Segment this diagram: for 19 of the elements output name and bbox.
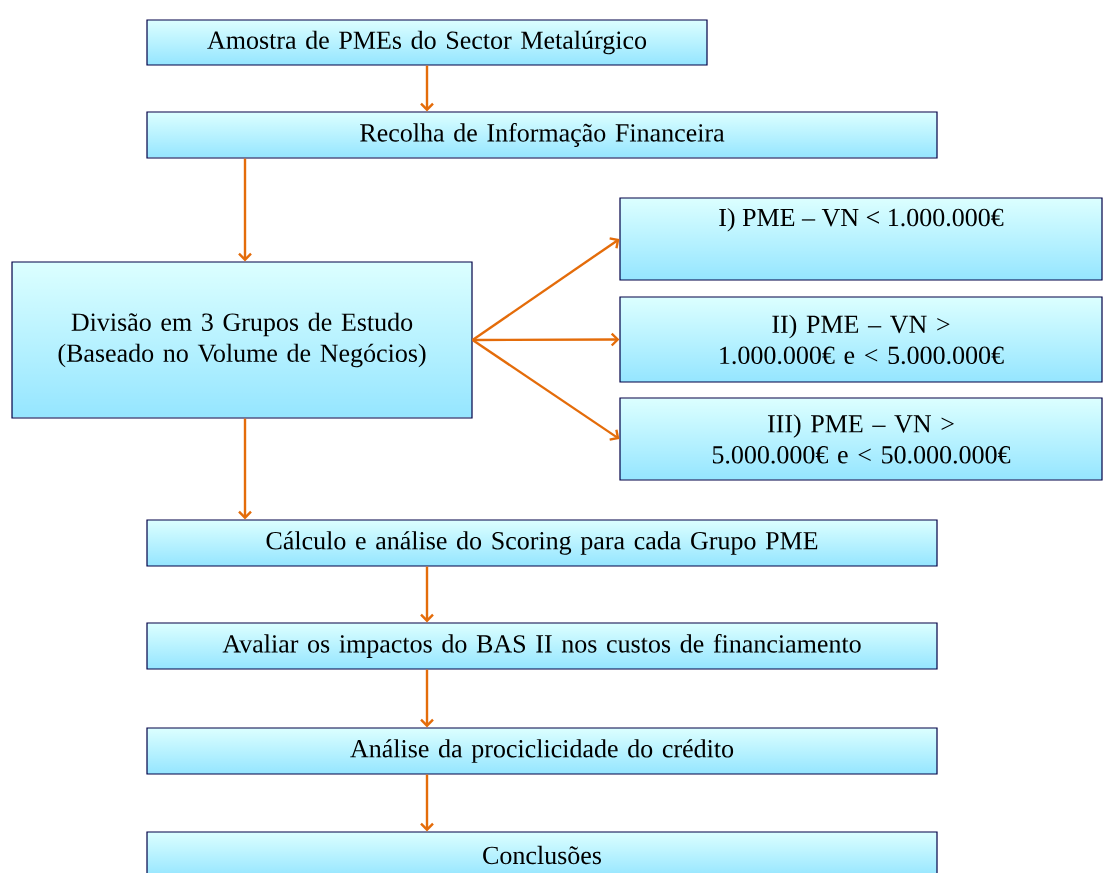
arrow (238, 158, 252, 262)
arrow (472, 332, 620, 347)
process-box: Conclusões (146, 831, 938, 873)
process-box: I) PME – VN < 1.000.000€ (619, 197, 1103, 281)
arrow (420, 65, 434, 112)
process-box: Análise da prociclicidade do crédito (146, 727, 938, 775)
process-box: III) PME – VN > 5.000.000€ e < 50.000.000€ (619, 397, 1103, 481)
arrow (420, 774, 434, 832)
arrow (471, 237, 620, 341)
process-box: Amostra de PMEs do Sector Metalúrgico (146, 19, 708, 66)
arrow (420, 566, 434, 623)
process-box: Avaliar os impactos do BAS II nos custos de financiamento (146, 622, 938, 670)
process-box: Divisão em 3 Grupos de Estudo (Baseado no Volume de Negócios) (11, 261, 473, 419)
arrow (238, 418, 252, 520)
process-box: Recolha de Informação Financeira (146, 111, 938, 159)
arrow (420, 669, 434, 728)
process-box: II) PME – VN > 1.000.000€ e < 5.000.000€ (619, 296, 1103, 383)
arrow (471, 339, 620, 441)
process-box: Cálculo e análise do Scoring para cada Grupo PME (146, 519, 938, 567)
